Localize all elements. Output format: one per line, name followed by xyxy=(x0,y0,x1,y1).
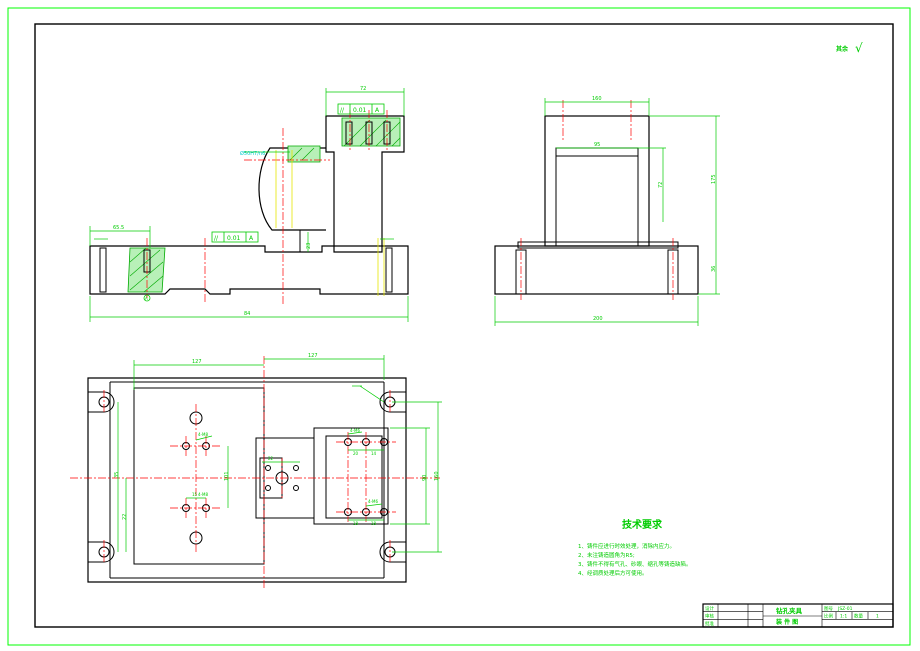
title-row-label-1: 设计 xyxy=(705,605,714,612)
plan-hole-note-d: 4-M6 xyxy=(368,499,378,504)
title-cell-a: 图号 xyxy=(824,606,833,612)
side-dim-right-short: 72 xyxy=(658,182,664,188)
side-dim-top: 160 xyxy=(592,96,602,102)
plan-dim-right-vert-a: 160 xyxy=(434,471,440,481)
title-row-label-3: 批准 xyxy=(705,620,714,627)
tol-top-sym: // xyxy=(340,107,345,114)
title-sheet: 1 xyxy=(876,614,879,620)
side-dim-right-low: 36 xyxy=(711,266,717,272)
roughness-note: 其余 √ xyxy=(836,41,863,55)
plan-base-outline xyxy=(87,377,407,583)
plan-dim-left-top: 127 xyxy=(192,359,202,365)
side-pillar xyxy=(544,115,650,247)
tech-req-title: 技术要求 xyxy=(622,518,663,531)
plan-hole-note-a: 4-M8 xyxy=(198,432,208,437)
tol-top-val: 0.01 xyxy=(353,107,367,114)
plan-hole-note-c: 4-M6 xyxy=(350,428,360,433)
front-view: 72 65.5 84 23 Ø50H7/n6 // 0.01 A // 0.01… xyxy=(89,86,409,322)
plan-dim-small-e: 15 xyxy=(192,492,198,497)
plan-dim-left-low: 22 xyxy=(122,514,128,520)
plan-dim-small-b: 14 xyxy=(371,451,377,456)
front-dim-top: 72 xyxy=(360,86,366,92)
title-name: 钻孔夹具 xyxy=(776,606,803,615)
plan-dim-center-vert: 101 xyxy=(224,471,230,481)
title-scale: 1:1 xyxy=(840,614,847,620)
front-datum: A xyxy=(145,296,148,301)
title-code: JSZ-01 xyxy=(837,606,853,612)
hatch-bore xyxy=(287,145,321,163)
tolerance-frame-mid: // 0.01 A xyxy=(211,231,259,243)
tech-req-item-3: 3、铸件不得有气孔、砂眼、缩孔等铸造缺陷。 xyxy=(578,560,692,568)
outer-border xyxy=(7,7,911,646)
inner-border xyxy=(34,23,894,628)
hatch-base-left xyxy=(127,247,166,293)
side-dim-inner: 95 xyxy=(594,142,600,148)
title-drawing-type: 装 件 图 xyxy=(775,618,798,626)
plan-hole-note-b: 4-M8 xyxy=(198,492,208,497)
front-bore-label: Ø50H7/n6 xyxy=(240,150,265,157)
hatch-top xyxy=(341,117,401,147)
plan-dim-right-top: 127 xyxy=(308,353,318,359)
title-cell-c: 数量 xyxy=(854,613,863,620)
front-dim-gap: 23 xyxy=(306,243,312,249)
tech-req-item-1: 1、铸件应进行时效处理，消除内应力。 xyxy=(578,542,675,550)
front-dim-overall: 84 xyxy=(244,311,250,317)
tol-mid-ref: A xyxy=(249,235,254,242)
tol-top-ref: A xyxy=(375,107,380,114)
side-view: 160 95 175 72 36 200 xyxy=(494,96,720,326)
front-bore-boss xyxy=(258,147,326,231)
tol-mid-sym: // xyxy=(214,235,219,242)
title-block: 设计 审核 批准 钻孔夹具 装 件 图 图号 JSZ-01 比例 1:1 数量 … xyxy=(702,603,894,628)
plan-dim-small-d: 18 xyxy=(371,521,377,526)
tol-mid-val: 0.01 xyxy=(227,235,241,242)
tech-req-item-2: 2、未注铸造圆角为R5; xyxy=(578,551,635,559)
plan-view: 127 127 35 22 101 160 90 4-M8 4-M8 4-M6 … xyxy=(70,353,442,590)
plan-dim-small-a: 20 xyxy=(353,451,359,456)
technical-requirements: 技术要求 1、铸件应进行时效处理，消除内应力。 2、未注铸造圆角为R5; 3、铸… xyxy=(578,518,692,577)
plan-dim-small-c: 18 xyxy=(353,521,359,526)
plan-dim-right-vert-b: 90 xyxy=(422,475,428,481)
plan-dim-small-f: 22 xyxy=(268,456,274,461)
side-window xyxy=(555,147,639,247)
side-dim-right-tall: 175 xyxy=(711,174,717,184)
tolerance-frame-top: // 0.01 A xyxy=(337,103,385,115)
roughness-symbol: √ xyxy=(855,41,863,55)
front-base-outline xyxy=(89,245,409,295)
plan-dim-left-vert: 35 xyxy=(114,472,120,478)
side-dim-bottom: 200 xyxy=(593,316,603,322)
roughness-text: 其余 xyxy=(836,45,849,53)
title-cell-b: 比例 xyxy=(824,613,833,620)
title-row-label-2: 审核 xyxy=(705,613,714,620)
tech-req-item-4: 4、经调质处理后方可使用。 xyxy=(578,569,648,577)
front-dim-left-small: 65.5 xyxy=(113,225,124,231)
front-pillar-outline xyxy=(325,115,405,253)
